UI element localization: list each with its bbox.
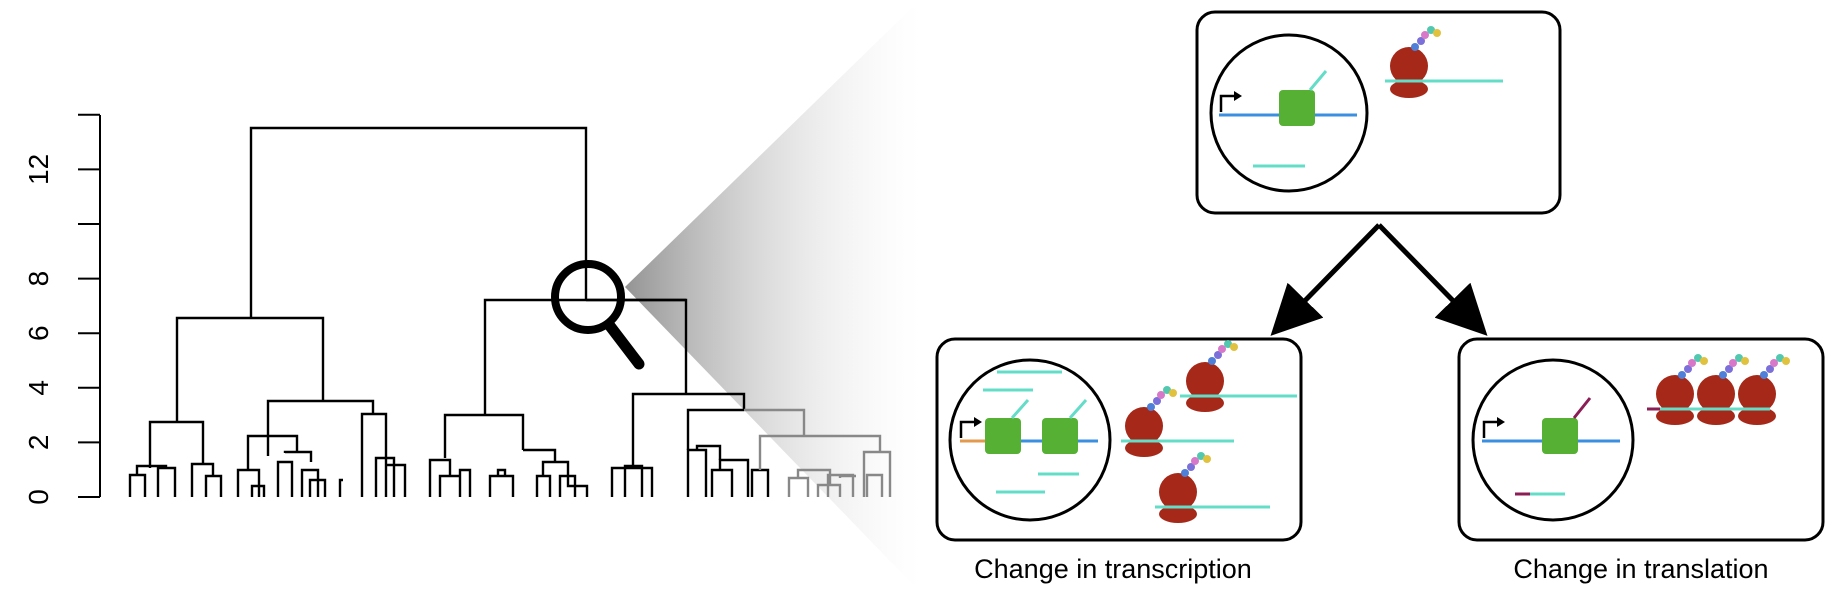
- polymerase: [1042, 418, 1078, 454]
- dendrogram: 0 2 4 6 8 12: [23, 113, 892, 505]
- dendrogram-link: [428, 458, 452, 497]
- dendrogram-link: [190, 462, 215, 497]
- dendrogram-link: [283, 450, 313, 462]
- dendrogram-link: [443, 413, 525, 458]
- ribosome: [1390, 47, 1428, 98]
- dendrogram-link: [156, 466, 177, 497]
- dendrogram-link: [496, 468, 507, 476]
- dendrogram-link: [386, 463, 407, 497]
- y-tick-label: 0: [23, 489, 54, 505]
- polymerase: [985, 418, 1021, 454]
- caption-translation: Change in translation: [1513, 554, 1768, 584]
- dendrogram-link: [838, 474, 856, 478]
- y-tick-label: 6: [23, 325, 54, 341]
- dendrogram-link: [250, 484, 266, 497]
- promoter-arrow-icon: [1219, 94, 1236, 112]
- panel-translation: [1457, 337, 1825, 542]
- dendrogram-link: [695, 444, 722, 460]
- polymerase: [1542, 418, 1578, 454]
- dendrogram-link: [300, 468, 320, 497]
- dendrogram-link: [566, 476, 589, 497]
- ribosome: [1125, 407, 1163, 457]
- panel-baseline: [1195, 10, 1562, 215]
- y-axis: 0 2 4 6 8 12: [23, 113, 101, 505]
- dendrogram-link: [488, 474, 515, 497]
- peptide-chain: [1181, 452, 1211, 477]
- dendrogram-link: [865, 473, 884, 497]
- dendrogram-link: [374, 456, 396, 497]
- ribosome: [1697, 375, 1735, 425]
- panel-transcription: [935, 337, 1303, 542]
- dendrogram-link: [308, 478, 327, 497]
- polymerase: [1279, 90, 1315, 126]
- dendrogram-link: [276, 460, 294, 497]
- ribosome: [1738, 375, 1776, 425]
- dendrogram-link: [483, 298, 688, 415]
- y-tick-label: 2: [23, 435, 54, 451]
- dendrogram-link: [236, 468, 261, 497]
- y-tick-label: 4: [23, 380, 54, 396]
- dendrogram-link: [541, 460, 570, 476]
- caption-transcription: Change in transcription: [974, 554, 1252, 584]
- peptide-chain: [1208, 340, 1238, 365]
- promoter-arrow-icon: [959, 420, 976, 438]
- peptide-chain: [1147, 386, 1177, 411]
- dendrogram-link: [787, 476, 810, 497]
- magnifier-icon: [551, 260, 645, 370]
- dendrogram-link: [686, 448, 708, 497]
- dendrogram-link: [686, 408, 744, 450]
- dendrogram-link: [718, 458, 750, 497]
- dendrogram-link: [175, 316, 325, 422]
- arrow-to-translation: [1377, 223, 1488, 336]
- peptide-chain: [1678, 354, 1708, 379]
- peptide-chain: [1411, 26, 1441, 51]
- dendrogram-link: [631, 392, 746, 468]
- peptide-chain: [1719, 354, 1749, 379]
- dendrogram-link: [128, 473, 147, 497]
- dendrogram-link: [523, 448, 557, 462]
- dendrogram-link: [796, 468, 832, 485]
- dendrogram-link: [249, 126, 588, 318]
- dendrogram-link: [623, 464, 644, 497]
- zoom-cone: [625, 0, 920, 592]
- dendrogram-link: [204, 474, 223, 497]
- ribosome: [1186, 362, 1224, 412]
- dendrogram-link: [610, 466, 654, 497]
- peptide-chain: [1760, 354, 1790, 379]
- dendrogram-link: [438, 474, 460, 497]
- dendrogram-link: [360, 412, 388, 497]
- dendrogram-link: [862, 450, 892, 497]
- dendrogram-link: [710, 468, 734, 497]
- ribosome: [1159, 473, 1197, 523]
- ribosome: [1656, 375, 1694, 425]
- dendrogram-link: [750, 468, 770, 497]
- dendrogram-link: [266, 399, 375, 456]
- promoter-arrow-icon: [1482, 420, 1499, 438]
- dendrogram-link: [246, 434, 299, 470]
- y-tick-label: 12: [23, 154, 54, 185]
- dendrogram-link: [338, 478, 343, 497]
- arrow-to-transcription: [1270, 223, 1381, 336]
- dendrogram-link: [535, 474, 552, 497]
- dendrogram-link: [758, 434, 882, 470]
- dendrogram-link: [458, 468, 472, 497]
- dendrogram-link: [148, 420, 205, 468]
- dendrogram-link: [744, 408, 806, 436]
- y-tick-label: 8: [23, 271, 54, 287]
